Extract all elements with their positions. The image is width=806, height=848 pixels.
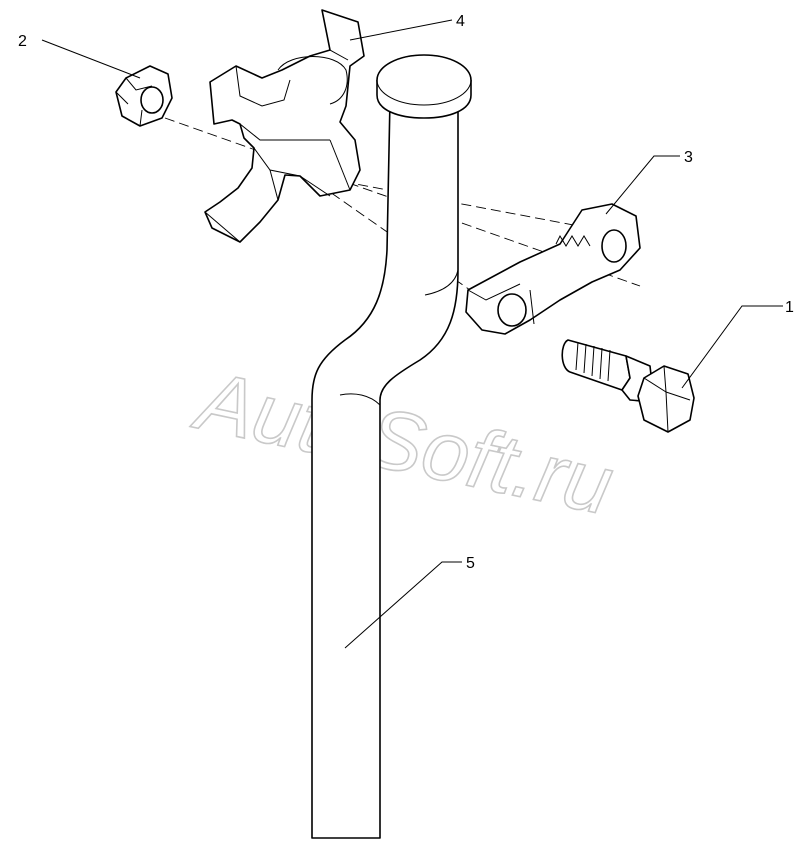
leader-lines: [41, 19, 783, 649]
nut-part: [115, 65, 173, 127]
leader-line-4: [349, 19, 453, 41]
leader-line-2: [41, 39, 141, 79]
callout-label-5: 5: [466, 555, 475, 572]
pipe-part: [311, 54, 472, 839]
callout-label-2: 2: [18, 33, 27, 50]
callout-label-3: 3: [684, 149, 693, 166]
callout-labels: 1 2 3 4 5: [18, 13, 794, 572]
callout-label-4: 4: [456, 13, 465, 30]
bracket-part: [204, 9, 365, 243]
callout-label-1: 1: [785, 299, 794, 316]
leader-line-5: [344, 561, 462, 649]
clamp-plate-part: [465, 203, 641, 335]
leader-line-1: [681, 305, 783, 389]
leader-line-3: [605, 155, 680, 215]
bolt-part: [561, 339, 695, 433]
watermark-text: AutoSoft.ru: [185, 352, 621, 532]
